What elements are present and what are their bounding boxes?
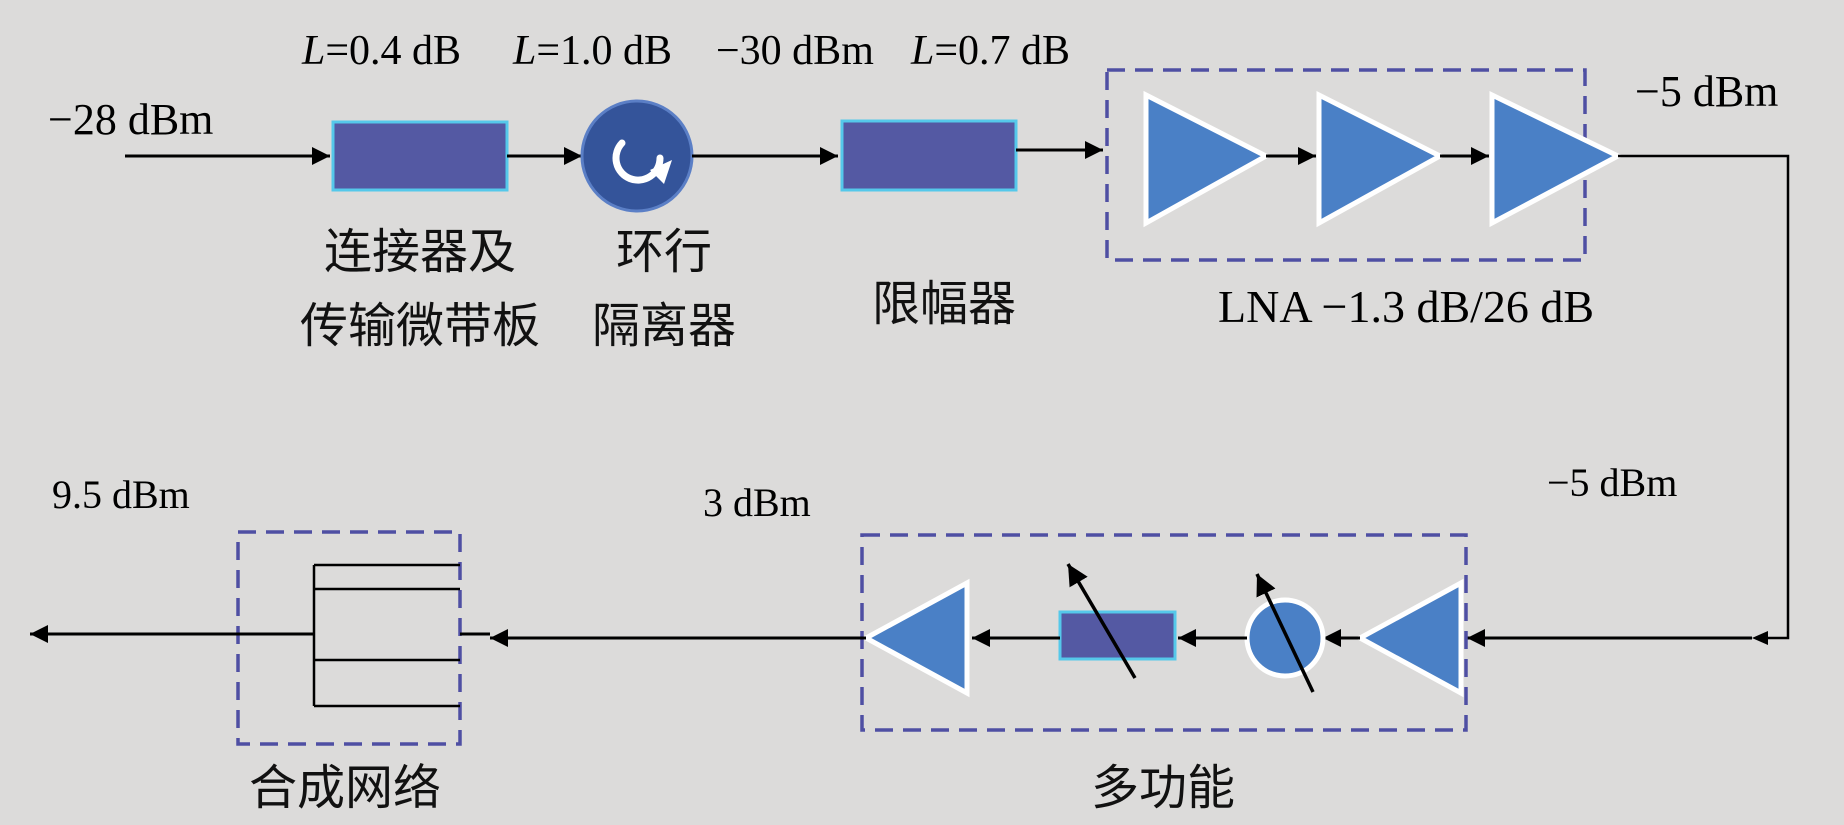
connector-block [331, 120, 509, 192]
circulator-label-line2: 隔离器 [592, 298, 736, 354]
adjust-arrow-icon [1066, 563, 1137, 679]
variable-rectangle-icon [1058, 610, 1177, 661]
connector-label-line1: 连接器及 [324, 224, 516, 280]
lna-amplifier-1 [1143, 90, 1272, 228]
connector-loss: L=0.4 dB [301, 28, 461, 74]
circulator-loss: L=1.0 dB [512, 28, 672, 74]
input-level: −28 dBm [48, 95, 213, 144]
multifunction-input-level: −5 dBm [1547, 460, 1677, 505]
limiter-block [840, 119, 1018, 192]
limiter-input-level: −30 dBm [716, 28, 874, 74]
limiter-label: 限幅器 [872, 276, 1016, 332]
wire-lna-to-multifunction [1618, 154, 1790, 640]
connector-label-line2: 传输微带板 [300, 298, 540, 354]
output-level: 9.5 dBm [52, 472, 190, 517]
lna-amplifier-3 [1489, 91, 1624, 228]
circulator-body [580, 99, 694, 213]
combiner-network [312, 563, 460, 708]
circular-arrow-icon [612, 139, 672, 184]
lna-output-level: −5 dBm [1635, 67, 1778, 116]
limiter-loss: L=0.7 dB [910, 28, 1070, 74]
multifunction-amplifier-in [1354, 578, 1464, 698]
multifunction-amplifier-out [860, 578, 970, 698]
combiner-label: 合成网络 [249, 760, 441, 816]
lna-label: LNA −1.3 dB/26 dB [1218, 281, 1594, 332]
multifunction-output-level: 3 dBm [703, 480, 811, 525]
multifunction-label: 多功能 [1091, 760, 1235, 816]
attenuator [1058, 563, 1177, 679]
variable-circle-icon [1244, 597, 1326, 679]
multifunction-group-box [860, 533, 1468, 732]
circulator-label-line1: 环行 [616, 224, 712, 280]
small-arrow-icon [1752, 631, 1768, 645]
circulator [580, 99, 694, 213]
lna-amplifier-2 [1316, 90, 1446, 228]
adjust-arrow-icon [1255, 573, 1315, 693]
combiner-group-box [236, 530, 462, 746]
